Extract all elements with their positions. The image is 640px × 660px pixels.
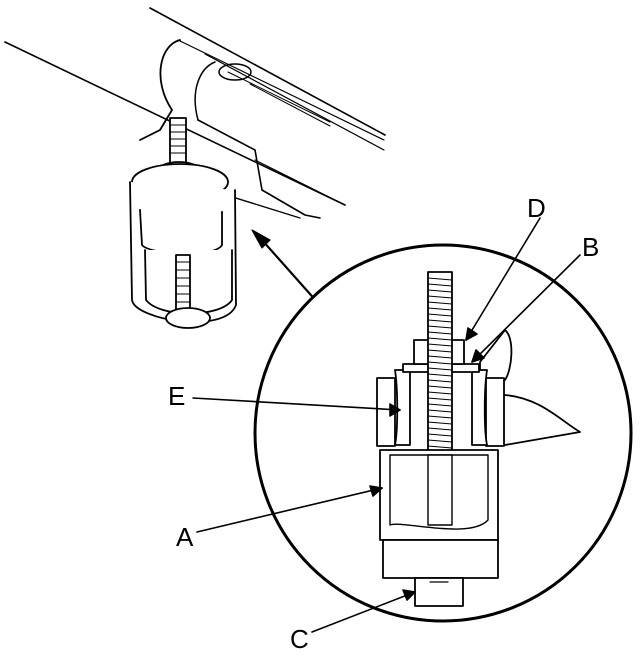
thread-line [427, 373, 453, 377]
thread-line [427, 391, 453, 395]
thread-line [427, 403, 453, 407]
thread-line [427, 427, 453, 431]
leader-lines [192, 217, 581, 633]
thread-line [427, 349, 453, 353]
thread-line [427, 415, 453, 419]
thread-line [427, 367, 453, 371]
thread-line [427, 325, 453, 329]
thread-line [427, 439, 453, 443]
thread-line [427, 355, 453, 359]
callout-e: E [168, 381, 186, 411]
bushing-e [394, 369, 411, 446]
thread-line [427, 283, 453, 287]
detail-contents [376, 271, 581, 607]
bottom-nut [165, 307, 211, 329]
thread-line [427, 331, 453, 335]
callout-d: D [527, 193, 546, 223]
beam-hole [218, 63, 252, 81]
thread-line [427, 343, 453, 347]
callout-c: C [290, 624, 309, 654]
press-tool-overview [129, 117, 237, 329]
thread-line [427, 337, 453, 341]
leader-d [465, 217, 541, 341]
thread-line [427, 295, 453, 299]
callout-b: B [582, 232, 600, 262]
thread-line [427, 379, 453, 383]
receiver-base [382, 539, 499, 579]
thread-line [427, 397, 453, 401]
thread-line [427, 421, 453, 425]
thread-line [427, 445, 453, 449]
thread-line [427, 361, 453, 365]
thread-line [427, 301, 453, 305]
thread-line [427, 385, 453, 389]
thread-line [427, 289, 453, 293]
thread-line [427, 319, 453, 323]
bolt-head-c [414, 577, 464, 607]
thread-line [427, 409, 453, 413]
detail-pointer-arrow [251, 229, 320, 305]
leader-a [196, 487, 383, 533]
frame-beam [4, 7, 386, 219]
leader-b [471, 254, 581, 363]
callout-a: A [176, 522, 194, 552]
thread-line [427, 307, 453, 311]
leader-c [311, 591, 416, 633]
thread-line [427, 277, 453, 281]
thread-line [427, 313, 453, 317]
threaded-rod-bottom [175, 254, 191, 316]
leader-e [192, 397, 401, 411]
thread-line [427, 433, 453, 437]
